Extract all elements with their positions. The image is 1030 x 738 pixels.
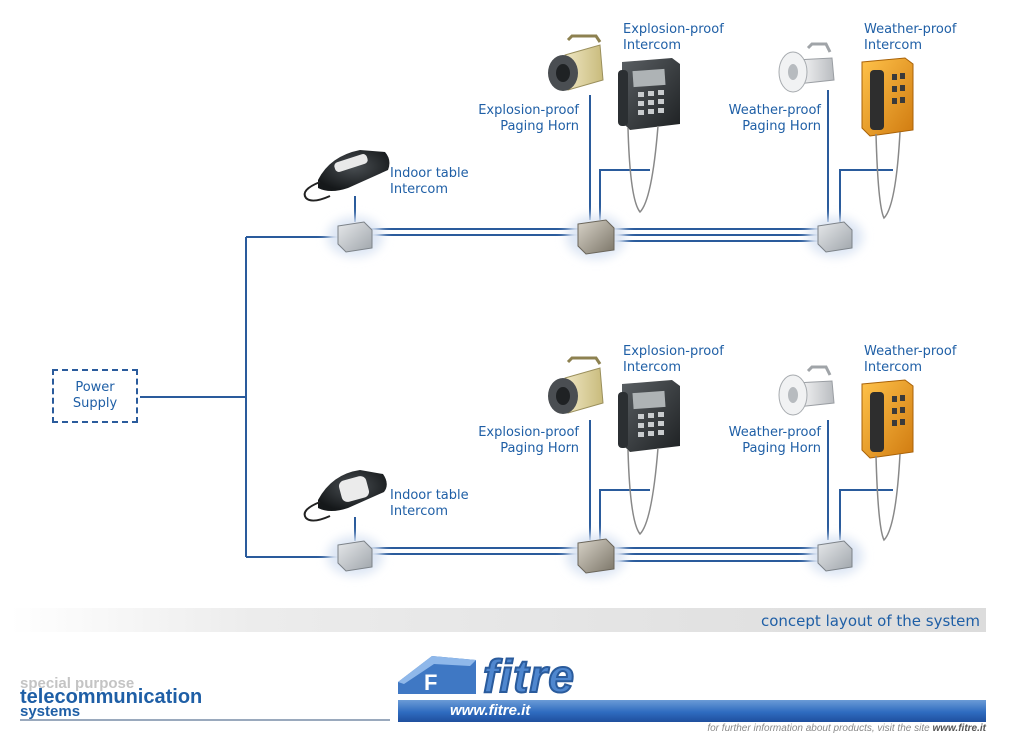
weather-proof-paging-horn-icon (778, 365, 835, 416)
fitre-logo-letter: F (424, 670, 437, 695)
explosion-proof-paging-horn-icon (548, 356, 604, 414)
footer-note: for further information about products, … (707, 723, 986, 734)
indoor-table-phone-icon (303, 150, 390, 202)
explosion-proof-paging-horn-icon (548, 34, 604, 91)
tagline-underline (20, 719, 390, 721)
explosion-proof-intercom-icon (618, 380, 680, 536)
junction-box (327, 536, 383, 576)
tagline-line3: systems (20, 703, 81, 720)
website-link[interactable]: www.fitre.it (450, 702, 531, 719)
explosion-proof-intercom-icon (618, 58, 680, 214)
tagline-line2: telecommunication (20, 686, 203, 708)
diagram-caption: concept layout of the system (761, 612, 980, 630)
weather-proof-paging-horn-icon (778, 42, 835, 93)
footer-note-text: for further information about products, … (707, 723, 930, 734)
tagline-line1: special purpose (20, 675, 135, 692)
bus-wiring (140, 90, 893, 562)
footer-note-site-link[interactable]: www.fitre.it (932, 723, 986, 734)
junction-box (807, 536, 863, 576)
weather-proof-intercom-icon (861, 57, 914, 220)
fitre-logo-icon: F (398, 656, 476, 695)
explosion-proof-junction-box (566, 534, 626, 578)
indoor-table-phone-icon (303, 470, 387, 522)
power-supply-box: Power Supply (52, 369, 138, 423)
weather-proof-intercom-icon (861, 379, 914, 542)
power-supply-label-line1: Power (75, 380, 115, 395)
power-supply-label-line2: Supply (72, 396, 118, 411)
junction-box (807, 217, 863, 257)
url-bar (398, 700, 986, 722)
junction-box (327, 217, 383, 257)
explosion-proof-junction-box (566, 215, 626, 259)
caption-bar (10, 608, 986, 632)
brand-wordmark: fitre (482, 650, 575, 702)
